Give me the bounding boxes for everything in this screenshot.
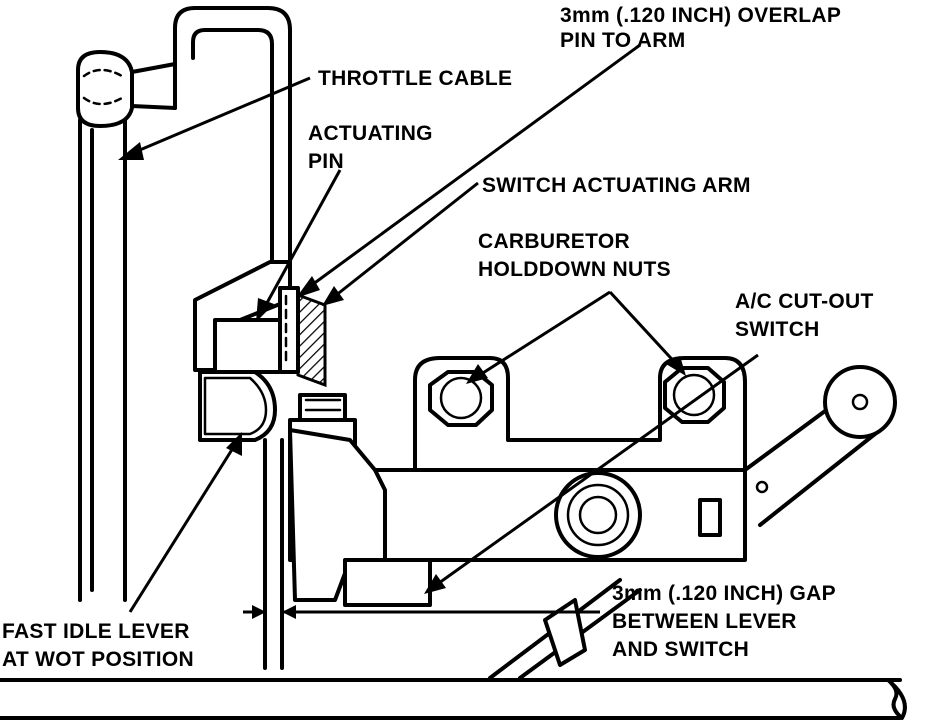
label-fast-idle-line1: FAST IDLE LEVER [2, 620, 190, 643]
cable-bracket [173, 6, 292, 302]
label-gap-line2: BETWEEN LEVER [612, 610, 797, 633]
actuating-pin [278, 286, 300, 374]
fast-idle-lever [193, 260, 292, 442]
label-throttle-cable: THROTTLE CABLE [318, 67, 512, 90]
label-switch-actuating-arm: SWITCH ACTUATING ARM [482, 174, 751, 197]
reference-posts [263, 438, 284, 670]
label-actuating-pin-line2: PIN [308, 150, 344, 173]
label-actuating-pin-line1: ACTUATING [308, 122, 433, 145]
leader-lines [118, 43, 759, 619]
holddown-nut-left [428, 370, 494, 427]
base-rod [0, 678, 907, 720]
label-overlap-line2: PIN TO ARM [560, 29, 686, 52]
label-ac-switch-line2: SWITCH [735, 318, 820, 341]
label-gap-line1: 3mm (.120 INCH) GAP [612, 582, 836, 605]
throttle-cable-end [76, 50, 177, 128]
carburetor-base [413, 356, 747, 472]
label-fast-idle-line2: AT WOT POSITION [2, 648, 194, 671]
label-gap-line3: AND SWITCH [612, 638, 749, 661]
label-holddown-line1: CARBURETOR [478, 230, 630, 253]
labels: 3mm (.120 INCH) OVERLAP PIN TO ARM THROT… [2, 4, 874, 671]
throttle-rod [78, 58, 127, 602]
label-overlap-line1: 3mm (.120 INCH) OVERLAP [560, 4, 841, 27]
switch-actuating-arm [296, 292, 327, 388]
holddown-nut-right [663, 366, 726, 424]
ac-cutout-switch [288, 428, 747, 607]
label-holddown-line2: HOLDDOWN NUTS [478, 258, 671, 281]
linkage-bar [743, 365, 897, 527]
lower-support-rod [488, 578, 642, 680]
label-ac-switch-line1: A/C CUT-OUT [735, 290, 874, 313]
